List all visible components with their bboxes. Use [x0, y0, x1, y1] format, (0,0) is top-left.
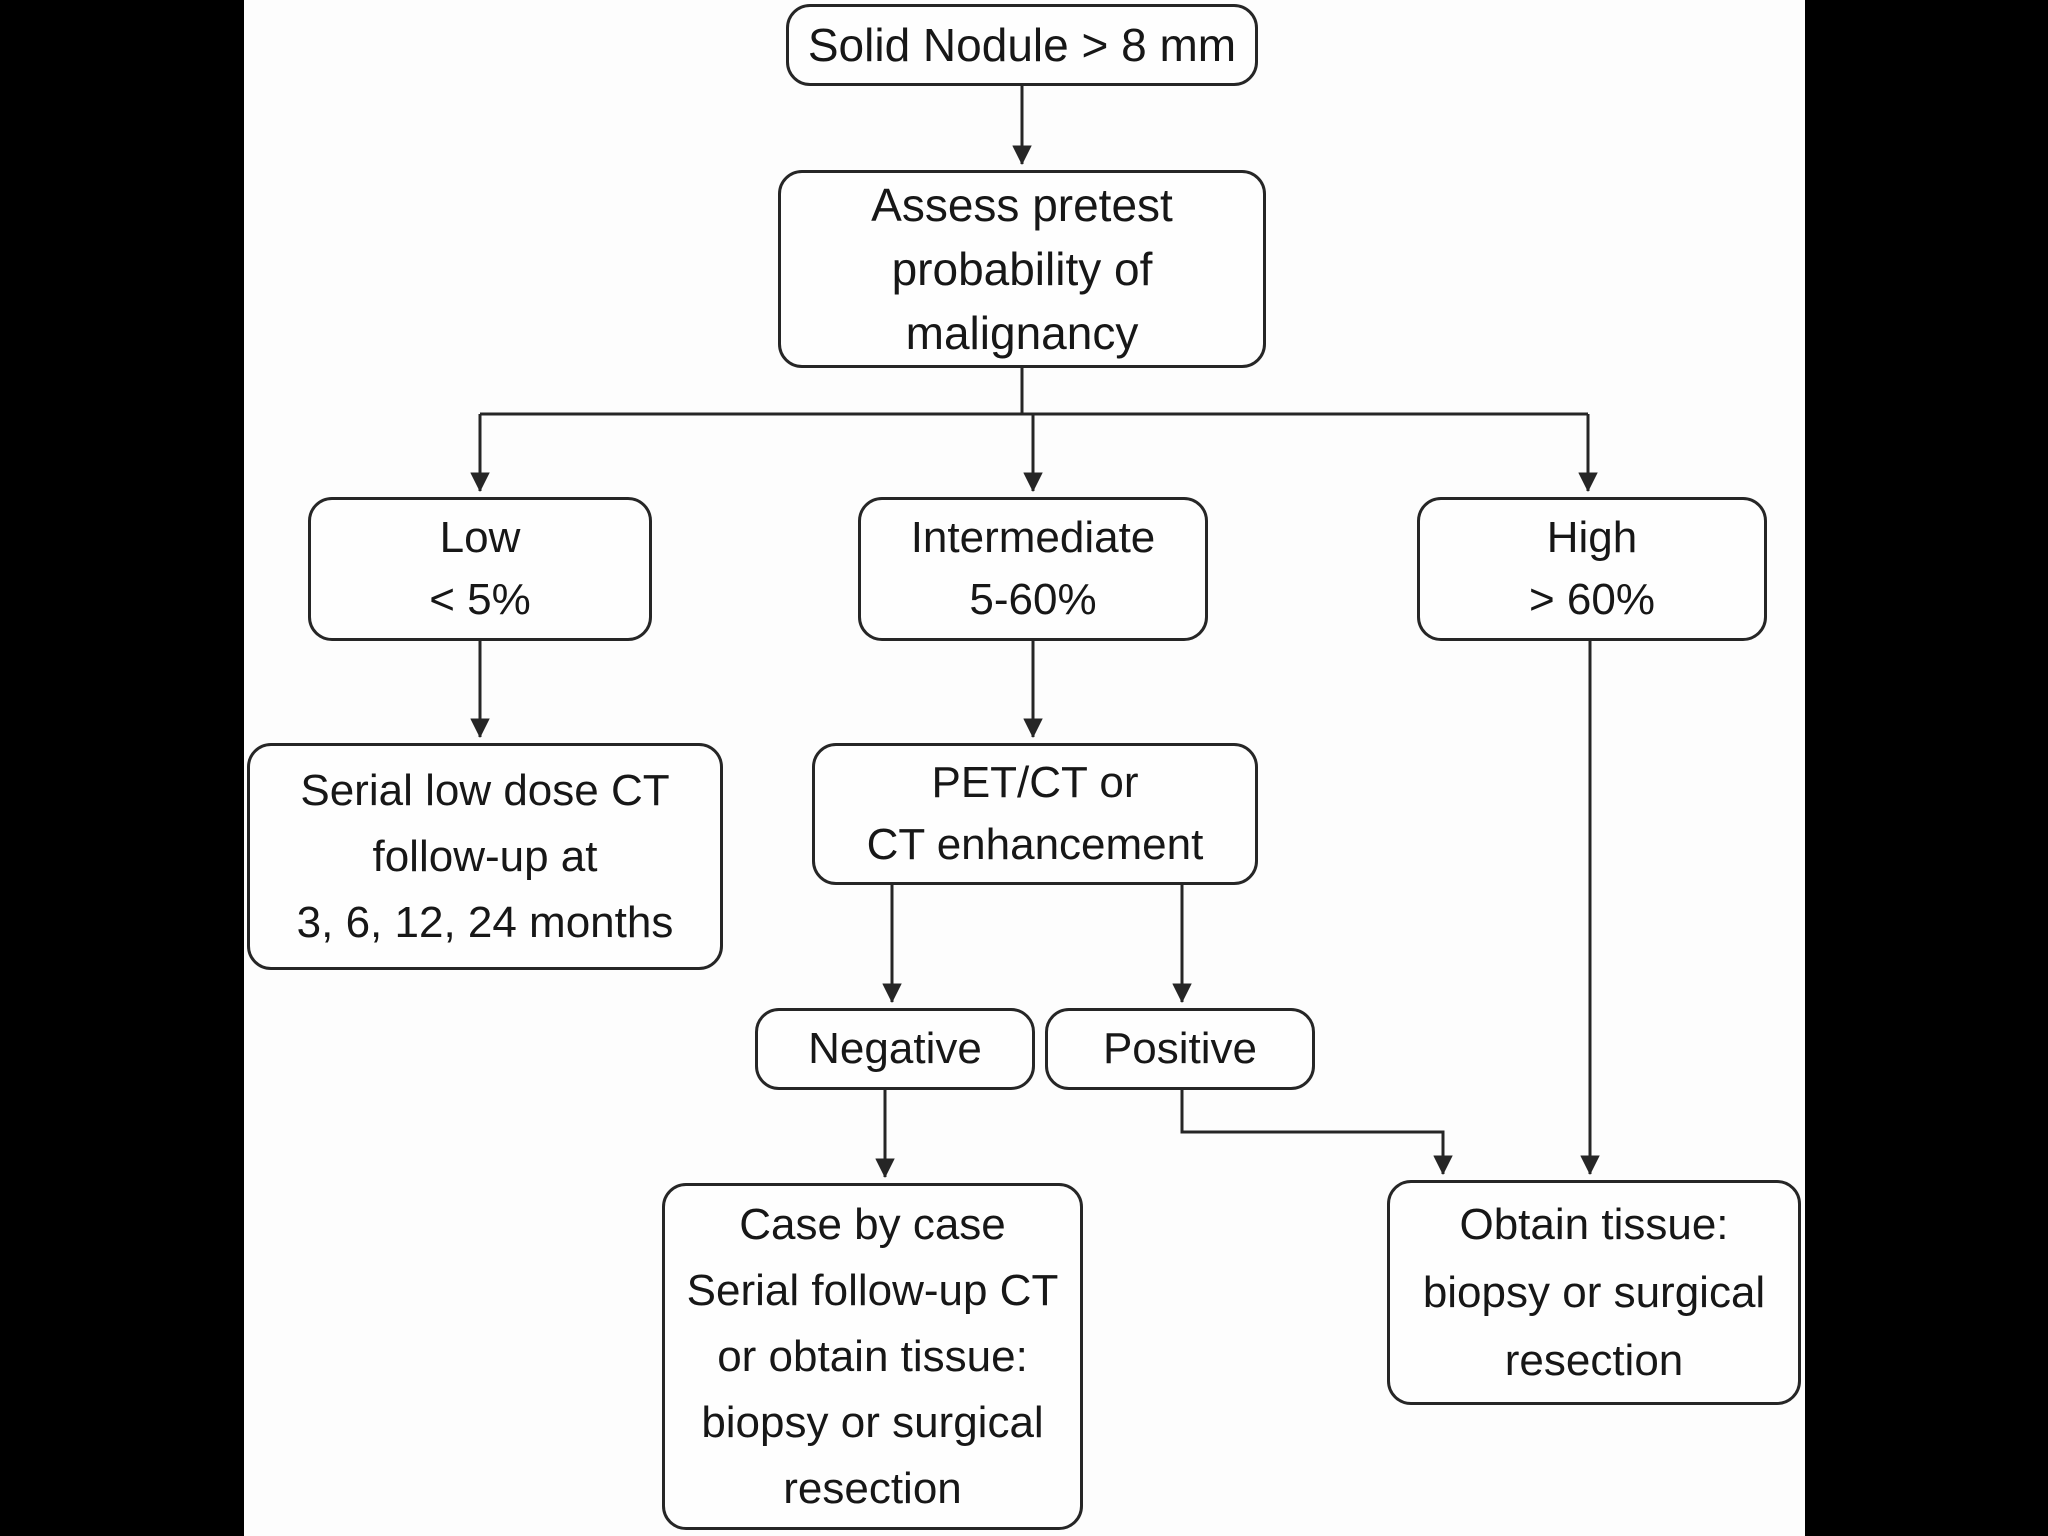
node-negative-label: Negative: [808, 1024, 982, 1073]
node-assess-label: Assess pretest probability of malignancy: [871, 179, 1173, 359]
node-high-probability: High > 60%: [1417, 497, 1767, 641]
node-assess-pretest-probability: Assess pretest probability of malignancy: [778, 170, 1266, 368]
node-casebycase-label: Case by case Serial follow-up CT or obta…: [686, 1199, 1059, 1513]
node-low-probability: Low < 5%: [308, 497, 652, 641]
node-case-by-case: Case by case Serial follow-up CT or obta…: [662, 1183, 1083, 1530]
node-obtain-label: Obtain tissue: biopsy or surgical resect…: [1422, 1199, 1766, 1385]
node-pet-ct-enhancement: PET/CT or CT enhancement: [812, 743, 1258, 885]
node-solid-nodule-label: Solid Nodule > 8 mm: [807, 19, 1237, 71]
node-obtain-tissue: Obtain tissue: biopsy or surgical resect…: [1387, 1180, 1801, 1405]
node-serial-low-dose-ct: Serial low dose CT follow-up at 3, 6, 12…: [247, 743, 723, 970]
node-negative-result: Negative: [755, 1008, 1035, 1090]
node-high-label: High > 60%: [1529, 513, 1655, 624]
node-low-label: Low < 5%: [429, 513, 531, 624]
node-petct-label: PET/CT or CT enhancement: [866, 758, 1204, 869]
node-serial-label: Serial low dose CT follow-up at 3, 6, 12…: [296, 765, 674, 947]
node-intermediate-probability: Intermediate 5-60%: [858, 497, 1208, 641]
node-intermediate-label: Intermediate 5-60%: [910, 513, 1156, 624]
node-solid-nodule: Solid Nodule > 8 mm: [786, 4, 1258, 86]
node-positive-label: Positive: [1102, 1024, 1258, 1073]
node-positive-result: Positive: [1045, 1008, 1315, 1090]
